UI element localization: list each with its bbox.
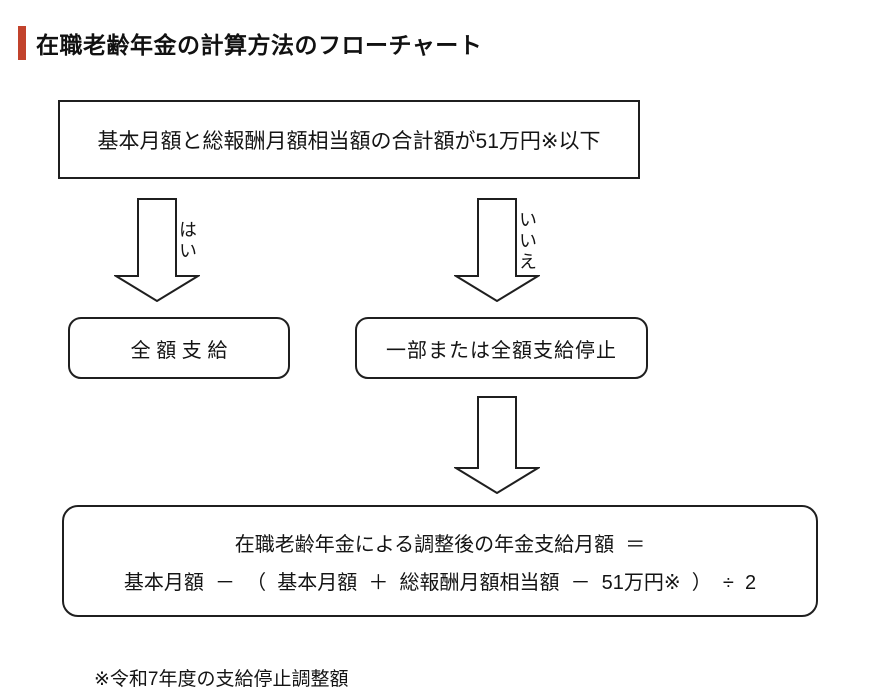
title-accent-bar [18,26,26,60]
formula-line-2: 基本月額 － （ 基本月額 ＋ 総報酬月額相当額 － 51万円※ ） ÷ 2 [123,571,757,594]
yes-arrow-label: はい [177,220,197,262]
down-arrow-icon [454,396,540,494]
condition-box: 基本月額と総報酬月額相当額の合計額が51万円※以下 [58,100,640,179]
no-arrow-label: いいえ [517,210,537,273]
result-arrow [454,396,540,494]
formula-box: 在職老齢年金による調整後の年金支給月額 ＝ 基本月額 － （ 基本月額 ＋ 総報… [62,505,818,617]
full-payment-label: 全 額 支 給 [130,339,228,362]
footnote: ※令和7年度の支給停止調整額 [94,669,349,690]
full-payment-box: 全 額 支 給 [68,317,290,379]
suspension-label: 一部または全額支給停止 [386,339,617,362]
formula-line-1: 在職老齢年金による調整後の年金支給月額 ＝ [234,533,646,556]
down-arrow-icon [454,198,540,302]
down-arrow-icon [114,198,200,302]
page-title-row: 在職老齢年金の計算方法のフローチャート [18,26,482,60]
page-title: 在職老齢年金の計算方法のフローチャート [36,32,483,58]
no-branch-arrow: いいえ [454,198,540,302]
yes-branch-arrow: はい [114,198,200,302]
suspension-box: 一部または全額支給停止 [355,317,648,379]
condition-box-label: 基本月額と総報酬月額相当額の合計額が51万円※以下 [97,129,601,153]
